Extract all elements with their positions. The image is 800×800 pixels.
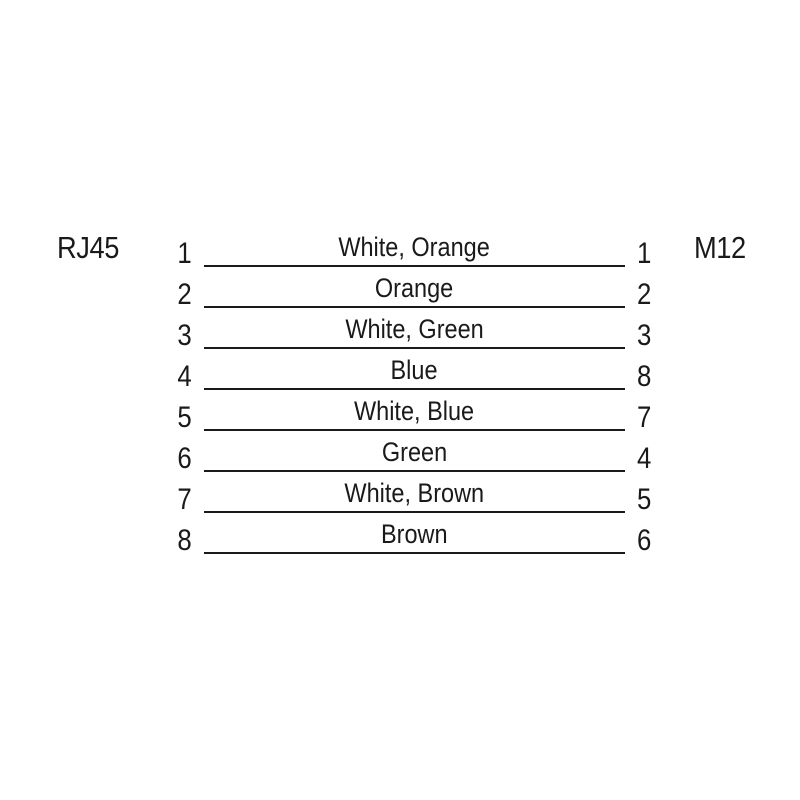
wire-label: White, Orange <box>204 234 625 261</box>
right-connector-title: M12 <box>694 230 746 265</box>
wire-label-text: Blue <box>390 355 439 385</box>
wire-label-text: White, Orange <box>338 232 491 262</box>
left-connector-title: RJ45 <box>57 230 119 265</box>
wire-line <box>204 470 625 472</box>
left-pin-number: 5 <box>177 401 192 434</box>
left-pin-number: 3 <box>177 319 192 352</box>
wire-label-text: White, Brown <box>344 478 485 508</box>
right-pin-number: 7 <box>637 401 652 434</box>
right-pin-number: 3 <box>637 319 652 352</box>
wire-label: White, Brown <box>204 480 625 507</box>
wire-label-text: Orange <box>375 273 454 303</box>
wire-line <box>204 388 625 390</box>
left-pin-number: 7 <box>177 483 192 516</box>
wire-label-text: Green <box>381 437 448 467</box>
wire-label: White, Blue <box>204 398 625 425</box>
right-pin-number: 2 <box>637 278 652 311</box>
left-pin-number: 8 <box>177 524 192 557</box>
wire-line <box>204 347 625 349</box>
left-pin-number: 1 <box>177 237 192 270</box>
wire-line <box>204 306 625 308</box>
wire-line <box>204 265 625 267</box>
right-pin-number: 6 <box>637 524 652 557</box>
left-pin-number: 4 <box>177 360 192 393</box>
wire-line <box>204 511 625 513</box>
wire-label: Blue <box>204 357 625 384</box>
wire-line <box>204 552 625 554</box>
left-pin-number: 6 <box>177 442 192 475</box>
wire-label: White, Green <box>204 316 625 343</box>
wire-label: Orange <box>204 275 625 302</box>
right-pin-number: 8 <box>637 360 652 393</box>
right-pin-number: 4 <box>637 442 652 475</box>
wire-label: Green <box>204 439 625 466</box>
right-pin-number: 1 <box>637 237 652 270</box>
left-pin-number: 2 <box>177 278 192 311</box>
wire-label: Brown <box>204 521 625 548</box>
wire-label-text: Brown <box>381 519 448 549</box>
wire-label-text: White, Green <box>345 314 484 344</box>
wire-line <box>204 429 625 431</box>
wire-label-text: White, Blue <box>354 396 475 426</box>
right-pin-number: 5 <box>637 483 652 516</box>
